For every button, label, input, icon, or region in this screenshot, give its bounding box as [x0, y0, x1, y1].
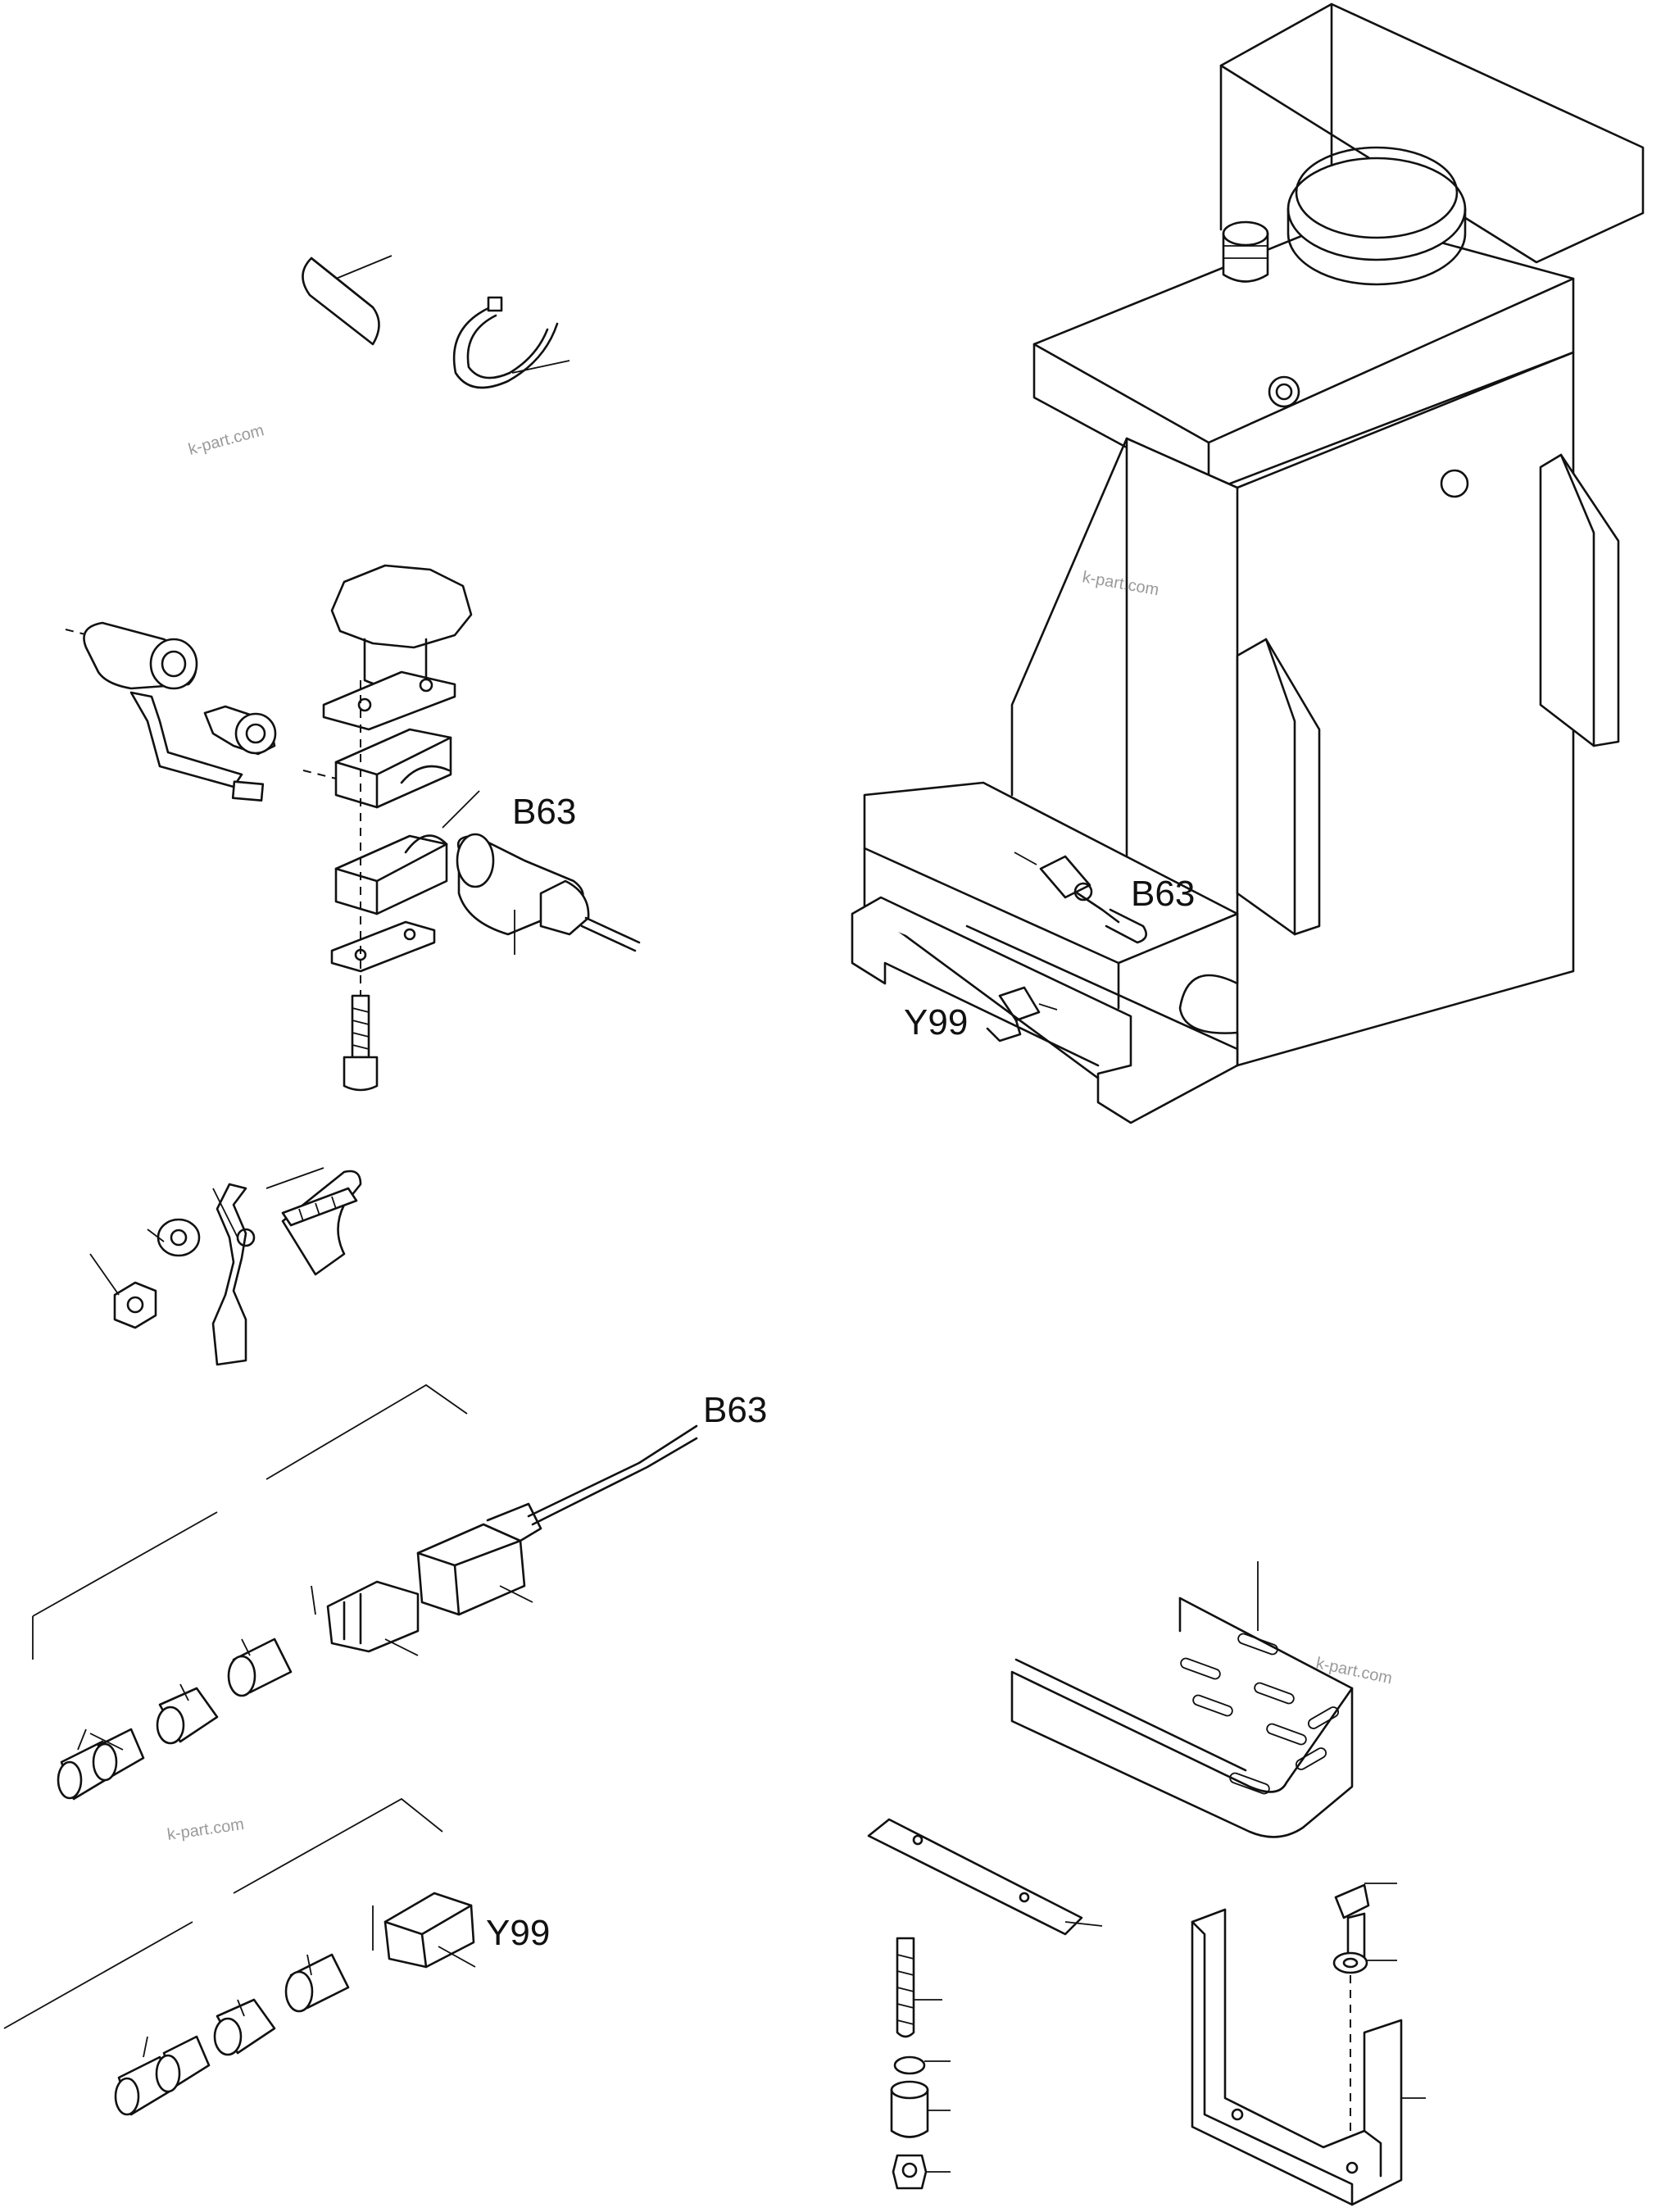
pressure-sensor [456, 833, 641, 955]
connector-assembly-b63 [32, 1383, 698, 1801]
label-y99-machine: Y99 [904, 1002, 968, 1042]
watermark: k-part.com [1314, 1654, 1394, 1687]
watermark: k-part.com [166, 1815, 246, 1844]
tray-slots [1180, 1633, 1340, 1795]
cable-tie [452, 296, 570, 389]
machine-body [851, 2, 1645, 1124]
hose-segment [302, 255, 393, 346]
bolt-washer-u-bracket [1191, 1883, 1426, 2206]
flat-plate [867, 1818, 1103, 1936]
stud-spacer-nut [890, 1937, 951, 2190]
cable-tray [1010, 1561, 1354, 1838]
knob-and-clamp-assembly [302, 564, 480, 1092]
bracket-with-fasteners [89, 1167, 362, 1366]
watermark: k-part.com [187, 421, 266, 459]
connector-assembly-y99 [3, 1797, 476, 2116]
label-y99-connector: Y99 [486, 1913, 550, 1953]
ball-valve [65, 621, 277, 802]
label-b63-machine: B63 [1131, 874, 1195, 914]
label-b63-valve: B63 [512, 792, 576, 832]
label-b63-connector: B63 [703, 1390, 767, 1430]
